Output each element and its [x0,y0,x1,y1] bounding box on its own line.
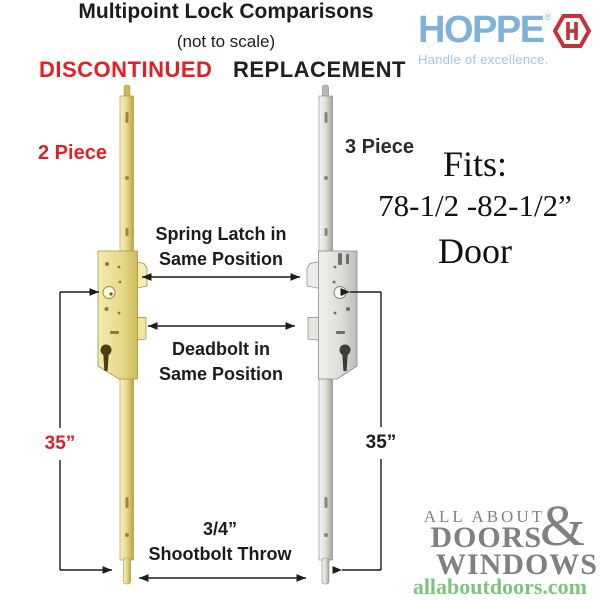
fits-line1: Fits: [442,144,508,184]
silver-shootbolt-tip-bottom [321,557,330,585]
fits-note: Fits: 78-1/2 -82-1/2” Door [352,142,598,276]
brass-plate-detail-holes [104,262,122,334]
hoppe-logo: HOPPE ® Handle of excellence. [418,10,596,67]
silver-spindle-pin [340,292,344,296]
silver-rail-detail-holes [324,112,328,537]
shootbolt-annotation-line2: Shootbolt Throw [148,544,292,564]
brass-spindle-pin [109,292,113,296]
aad-logo-windows: WINDOWS [435,548,598,581]
aad-website-url: allaboutdoors.com [412,574,587,599]
left-height-dimension-label: 35” [39,428,81,460]
brass-shootbolt-tip-bottom [123,557,131,585]
brass-rail-detail-holes [125,112,129,537]
deadbolt-annotation-line1: Deadbolt in [172,339,270,359]
hoppe-hexagon-icon [553,14,592,48]
discontinued-label: DISCONTINUED [39,57,213,82]
silver-spindle-hole [333,286,347,299]
replacement-label: REPLACEMENT [233,57,406,82]
shootbolt-annotation: 3/4” Shootbolt Throw [121,517,319,567]
spring-latch-annotation-line2: Same Position [158,249,284,269]
fits-line3: Door [438,231,512,271]
left-piece-count-label: 2 Piece [38,142,107,164]
hoppe-tagline: Handle of excellence. [418,52,549,67]
brass-euro-keyhole [100,344,112,371]
page-subtitle: (not to scale) [176,32,276,51]
spring-latch-annotation: Spring Latch in Same Position [122,222,320,272]
brass-spindle-hole [102,286,116,299]
shootbolt-annotation-line1: 3/4” [202,519,238,539]
hoppe-registered-mark: ® [544,12,552,22]
silver-plate-detail-holes [332,253,350,334]
aad-logo-ampersand: & [540,493,586,558]
discontinued-lock-illustration [97,84,148,585]
silver-euro-keyhole [339,344,351,371]
aad-logo-doors: DOORS [430,521,542,554]
deadbolt-annotation-line2: Same Position [158,364,284,384]
hoppe-brand-name: HOPPE [418,9,545,51]
right-height-dimension-label: 35” [360,427,402,459]
fits-line2: 78-1/2 -82-1/2” [378,188,572,223]
right-piece-count-label: 3 Piece [345,136,414,158]
replacement-lock-illustration [306,84,358,585]
page-title: Multipoint Lock Comparisons [78,0,374,23]
deadbolt-annotation: Deadbolt in Same Position [122,337,320,387]
aad-logo-all-about: ALL ABOUT [423,507,545,526]
spring-latch-annotation-line1: Spring Latch in [155,224,287,244]
